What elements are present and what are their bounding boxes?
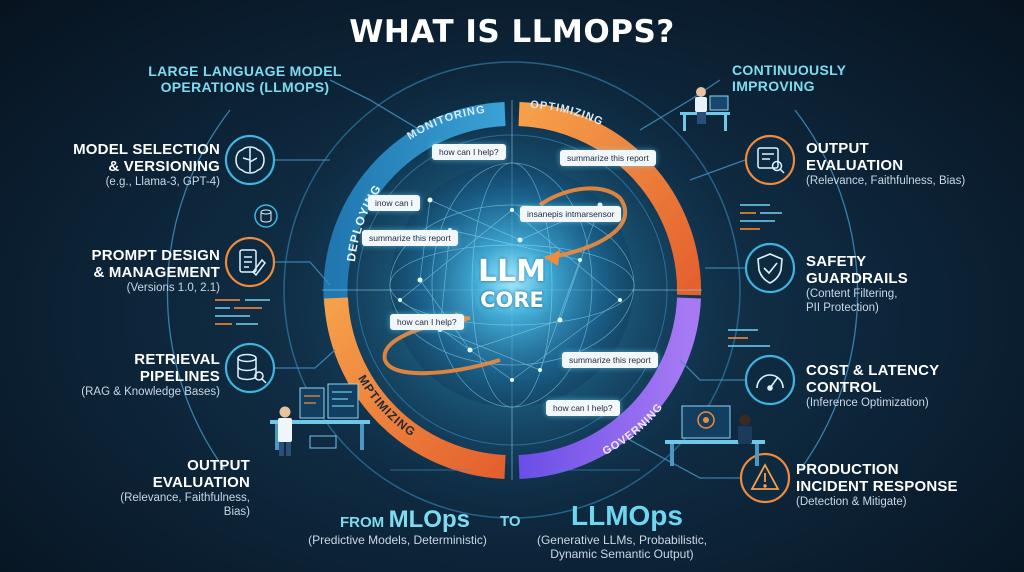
item-subtitle: (Versions 1.0, 2.1) xyxy=(126,282,220,294)
left-item-model-selection: MODEL SELECTION & VERSIONING (e.g., Llam… xyxy=(40,141,220,189)
item-title: & VERSIONING xyxy=(108,158,220,175)
left-item-output-evaluation: OUTPUT EVALUATION (Relevance, Faithfulne… xyxy=(80,457,250,519)
outer-orbit xyxy=(283,61,741,519)
document-edit-icon xyxy=(239,249,266,277)
item-subtitle: (Relevance, Faithfulness, xyxy=(120,492,250,504)
chat-bubble: how can I help? xyxy=(432,144,506,160)
item-title: GUARDRAILS xyxy=(806,270,908,287)
engineer-desk-illustration-top xyxy=(680,87,730,131)
core-line-2: CORE xyxy=(480,288,544,312)
swoosh-arrow-upper xyxy=(538,186,628,260)
chat-bubble: inow can i xyxy=(368,195,420,211)
item-subtitle: (Content Filtering, xyxy=(806,288,898,300)
intro-heading: LARGE LANGUAGE MODEL OPERATIONS (LLMOPS) xyxy=(140,63,350,95)
item-title: MODEL SELECTION xyxy=(73,141,220,158)
sphere-nodes xyxy=(398,197,622,382)
intro-line-2: OPERATIONS (LLMOPS) xyxy=(160,79,330,95)
to-subtitle: (Generative LLMs, Probabilistic, Dynamic… xyxy=(522,533,722,561)
chat-bubble: how can I help? xyxy=(390,314,464,330)
connector-lines xyxy=(166,79,859,479)
item-title: CONTROL xyxy=(806,379,882,396)
chat-bubble: how can I help? xyxy=(546,400,620,416)
llm-core-sphere xyxy=(390,163,634,407)
from-word: FROM xyxy=(340,514,385,531)
top-right-line-2: IMPROVING xyxy=(732,78,815,94)
item-title: PIPELINES xyxy=(139,368,220,385)
right-item-safety-guardrails: SAFETY GUARDRAILS (Content Filtering, PI… xyxy=(806,253,1006,315)
chat-bubble: insanepis intmarsensor xyxy=(520,206,622,222)
item-title: SAFETY xyxy=(806,253,867,270)
item-subtitle: Bias) xyxy=(223,506,250,518)
item-title: INCIDENT RESPONSE xyxy=(796,478,958,495)
item-title: EVALUATION xyxy=(806,157,904,174)
report-search-icon xyxy=(757,147,785,174)
chat-bubble: summarize this report xyxy=(560,150,656,166)
item-subtitle: (e.g., Llama-3, GPT-4) xyxy=(105,176,220,188)
item-subtitle: (Inference Optimization) xyxy=(806,397,929,409)
gauge-icon xyxy=(756,374,784,391)
left-item-retrieval-pipelines: RETRIEVAL PIPELINES (RAG & Knowledge Bas… xyxy=(30,351,220,399)
item-title: COST & LATENCY xyxy=(806,362,940,379)
item-title: EVALUATION xyxy=(152,474,250,491)
continuous-improving-heading: CONTINUOUSLY IMPROVING xyxy=(732,62,892,94)
item-title: PROMPT DESIGN xyxy=(91,247,220,264)
left-item-prompt-design: PROMPT DESIGN & MANAGEMENT (Versions 1.0… xyxy=(30,247,220,295)
shield-check-icon xyxy=(757,253,783,284)
warning-icon xyxy=(750,463,780,490)
chat-bubble: summarize this report xyxy=(562,352,658,368)
right-item-cost-latency: COST & LATENCY CONTROL (Inference Optimi… xyxy=(806,362,1016,410)
item-title: OUTPUT xyxy=(806,140,869,157)
from-mlops-heading: FROM MLOps xyxy=(340,506,470,534)
from-name: MLOps xyxy=(388,506,470,533)
code-snippet-decorations xyxy=(215,204,782,347)
item-title: RETRIEVAL xyxy=(134,351,220,368)
right-item-output-evaluation: OUTPUT EVALUATION (Relevance, Faithfulne… xyxy=(806,140,1016,188)
ring-segment-governing xyxy=(518,297,701,479)
llm-core-label: LLM CORE xyxy=(462,254,562,313)
to-word: TO xyxy=(500,513,521,530)
left-icon-circles xyxy=(224,134,278,394)
ring-segment-optimizing xyxy=(518,102,702,296)
chat-bubble: summarize this report xyxy=(362,230,458,246)
lifecycle-ring xyxy=(322,100,702,480)
item-subtitle: PII Protection) xyxy=(806,302,879,314)
item-subtitle: (Relevance, Faithfulness, Bias) xyxy=(806,175,966,187)
to-name: LLMOps xyxy=(571,500,683,531)
engineer-desk-illustration-left xyxy=(270,383,370,456)
item-title: & MANAGEMENT xyxy=(93,264,220,281)
database-search-icon xyxy=(237,353,267,384)
item-title: OUTPUT xyxy=(187,457,250,474)
item-subtitle: (Detection & Mitigate) xyxy=(796,496,907,508)
intro-line-1: LARGE LANGUAGE MODEL xyxy=(148,63,342,79)
item-title: PRODUCTION xyxy=(796,461,899,478)
database-small-icon xyxy=(260,209,272,223)
item-subtitle: (RAG & Knowledge Bases) xyxy=(81,386,220,398)
core-line-1: LLM xyxy=(477,254,547,289)
to-subtitle-line-2: Dynamic Semantic Output) xyxy=(550,547,694,561)
right-item-incident-response: PRODUCTION INCIDENT RESPONSE (Detection … xyxy=(796,461,1016,509)
ring-segment-mptimizing xyxy=(324,297,506,479)
ring-segment-deploying xyxy=(323,102,506,306)
brain-icon xyxy=(235,146,265,174)
to-subtitle-line-1: (Generative LLMs, Probabilistic, xyxy=(536,533,708,547)
top-right-line-1: CONTINUOUSLY xyxy=(732,62,847,78)
from-subtitle: (Predictive Models, Deterministic) xyxy=(308,533,487,547)
engineer-desk-illustration-right xyxy=(665,405,765,466)
